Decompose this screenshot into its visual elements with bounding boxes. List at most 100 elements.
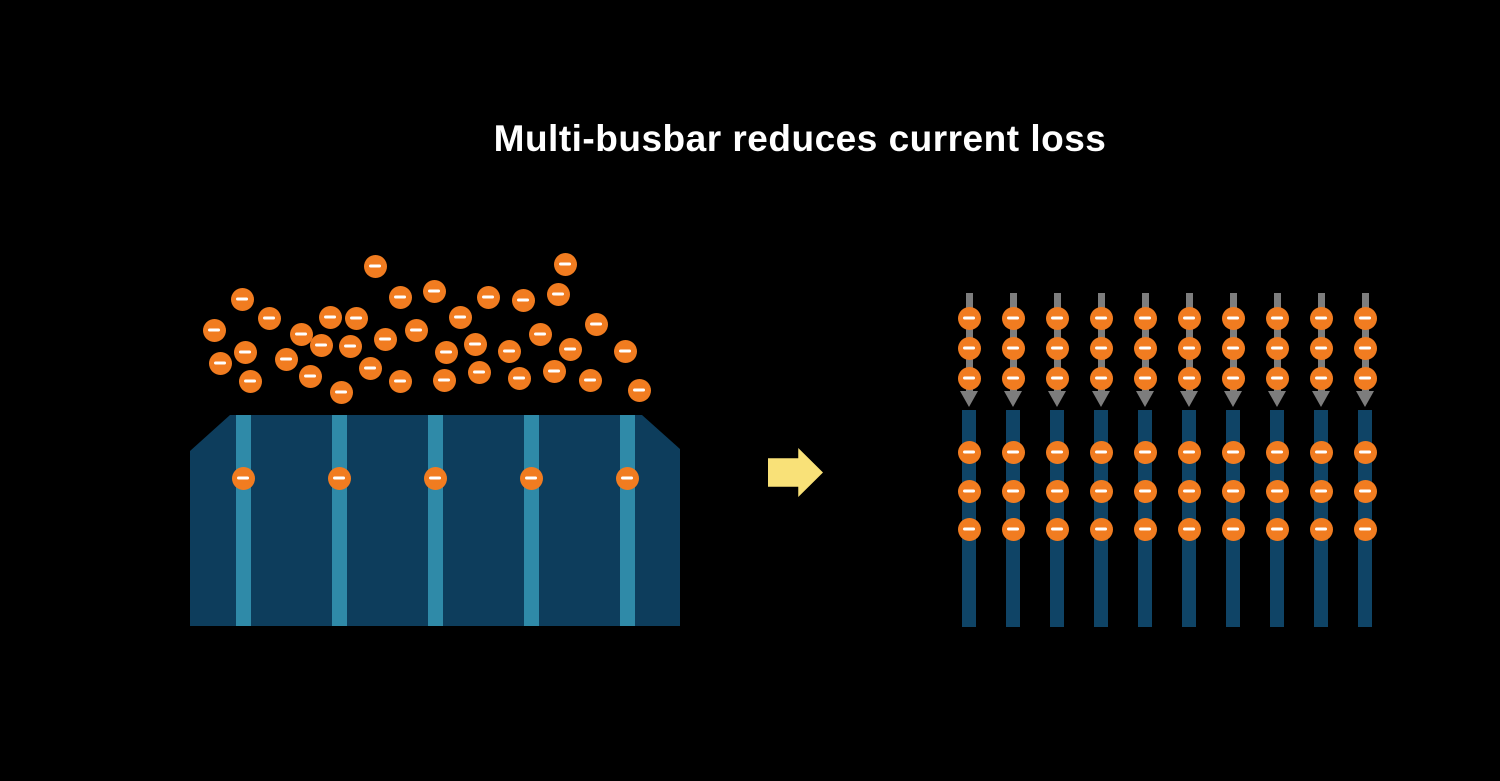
collected-electron-icon — [957, 440, 981, 464]
free-electron-icon — [528, 322, 552, 346]
collected-electron-icon — [1309, 440, 1333, 464]
collected-electron-icon — [327, 466, 351, 490]
collected-electron-icon — [1133, 479, 1157, 503]
free-electron-icon — [511, 288, 535, 312]
busbar-stripe — [235, 415, 251, 626]
collected-electron-icon — [1177, 517, 1201, 541]
flow-electron-icon — [1265, 306, 1289, 330]
free-electron-icon — [542, 359, 566, 383]
collected-electron-icon — [1353, 440, 1377, 464]
free-electron-icon — [553, 252, 577, 276]
free-electron-icon — [404, 318, 428, 342]
collected-electron-icon — [1001, 517, 1025, 541]
flow-electron-icon — [1309, 306, 1333, 330]
flow-arrow-head-icon — [960, 391, 978, 407]
free-electron-icon — [338, 334, 362, 358]
flow-electron-icon — [1133, 366, 1157, 390]
collected-electron-icon — [1353, 479, 1377, 503]
free-electron-icon — [358, 356, 382, 380]
busbar-stripe — [619, 415, 635, 626]
collected-electron-icon — [1045, 517, 1069, 541]
flow-electron-icon — [957, 366, 981, 390]
collected-electron-icon — [1045, 440, 1069, 464]
free-electron-icon — [613, 339, 637, 363]
flow-electron-icon — [1353, 366, 1377, 390]
free-electron-icon — [388, 369, 412, 393]
collected-electron-icon — [519, 466, 543, 490]
flow-arrow-head-icon — [1004, 391, 1022, 407]
flow-arrow-head-icon — [1268, 391, 1286, 407]
flow-electron-icon — [1309, 366, 1333, 390]
flow-arrow-head-icon — [1312, 391, 1330, 407]
collected-electron-icon — [1045, 479, 1069, 503]
collected-electron-icon — [231, 466, 255, 490]
free-electron-icon — [432, 368, 456, 392]
collected-electron-icon — [1221, 517, 1245, 541]
collected-electron-icon — [1089, 440, 1113, 464]
free-electron-icon — [584, 312, 608, 336]
free-electron-icon — [298, 364, 322, 388]
free-electron-icon — [388, 285, 412, 309]
flow-electron-icon — [1133, 336, 1157, 360]
free-electron-icon — [422, 279, 446, 303]
free-electron-icon — [230, 287, 254, 311]
collected-electron-icon — [1221, 440, 1245, 464]
collected-electron-icon — [1353, 517, 1377, 541]
free-electron-icon — [467, 360, 491, 384]
busbar-stripe — [331, 415, 347, 626]
free-electron-icon — [344, 306, 368, 330]
flow-electron-icon — [957, 336, 981, 360]
collected-electron-icon — [1177, 440, 1201, 464]
flow-electron-icon — [1089, 336, 1113, 360]
flow-electron-icon — [1001, 336, 1025, 360]
collected-electron-icon — [1265, 440, 1289, 464]
collected-electron-icon — [1133, 440, 1157, 464]
flow-electron-icon — [1265, 336, 1289, 360]
free-electron-icon — [202, 318, 226, 342]
flow-electron-icon — [1177, 306, 1201, 330]
flow-electron-icon — [1221, 306, 1245, 330]
free-electron-icon — [309, 333, 333, 357]
flow-electron-icon — [1045, 366, 1069, 390]
flow-electron-icon — [1353, 306, 1377, 330]
collected-electron-icon — [1309, 517, 1333, 541]
flow-electron-icon — [1045, 306, 1069, 330]
flow-arrow-head-icon — [1136, 391, 1154, 407]
collected-electron-icon — [1089, 479, 1113, 503]
free-electron-icon — [238, 369, 262, 393]
collected-electron-icon — [615, 466, 639, 490]
flow-electron-icon — [1265, 366, 1289, 390]
diagram-title: Multi-busbar reduces current loss — [493, 118, 1107, 159]
flow-arrow-head-icon — [1092, 391, 1110, 407]
collected-electron-icon — [423, 466, 447, 490]
flow-electron-icon — [1089, 306, 1113, 330]
flow-arrow-head-icon — [1048, 391, 1066, 407]
free-electron-icon — [329, 380, 353, 404]
flow-electron-icon — [1221, 336, 1245, 360]
flow-arrow-head-icon — [1356, 391, 1374, 407]
free-electron-icon — [507, 366, 531, 390]
transition-arrow-icon — [768, 448, 823, 497]
free-electron-icon — [373, 327, 397, 351]
busbar-stripe — [427, 415, 443, 626]
flow-arrow-head-icon — [1180, 391, 1198, 407]
flow-electron-icon — [1001, 306, 1025, 330]
collected-electron-icon — [1265, 479, 1289, 503]
collected-electron-icon — [1133, 517, 1157, 541]
free-electron-icon — [448, 305, 472, 329]
flow-electron-icon — [1089, 366, 1113, 390]
collected-electron-icon — [1221, 479, 1245, 503]
free-electron-icon — [257, 306, 281, 330]
free-electron-icon — [208, 351, 232, 375]
free-electron-icon — [627, 378, 651, 402]
free-electron-icon — [463, 332, 487, 356]
flow-electron-icon — [1221, 366, 1245, 390]
collected-electron-icon — [1177, 479, 1201, 503]
flow-electron-icon — [1177, 336, 1201, 360]
free-electron-icon — [476, 285, 500, 309]
collected-electron-icon — [1001, 440, 1025, 464]
collected-electron-icon — [1265, 517, 1289, 541]
free-electron-icon — [318, 305, 342, 329]
solar-cell-standard — [190, 415, 680, 626]
flow-electron-icon — [1309, 336, 1333, 360]
